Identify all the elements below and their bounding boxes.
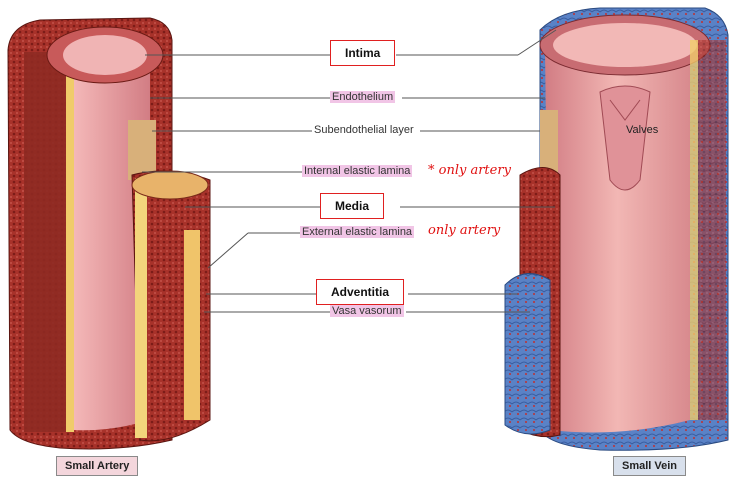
endothelium-label: Endothelium [330,91,395,103]
external-elastic-note: only artery [428,223,500,238]
media-label: Media [320,193,384,219]
vein-illustration [505,8,728,450]
adventitia-label: Adventitia [316,279,404,305]
intima-label: Intima [330,40,395,66]
external-elastic-label: External elastic lamina [300,226,414,238]
artery-illustration [8,18,210,449]
internal-elastic-note: * only artery [428,163,511,178]
vein-adventitia [505,274,550,434]
vasa-vasorum-label: Vasa vasorum [330,305,404,317]
artery-media [24,52,68,432]
internal-elastic-label: Internal elastic lamina [302,165,412,177]
small-vein-caption: Small Vein [613,456,686,476]
artery-external-elastic-lamina [66,52,74,432]
subendothelial-label: Subendothelial layer [314,124,414,136]
small-artery-caption: Small Artery [56,456,138,476]
valves-label: Valves [626,124,658,136]
